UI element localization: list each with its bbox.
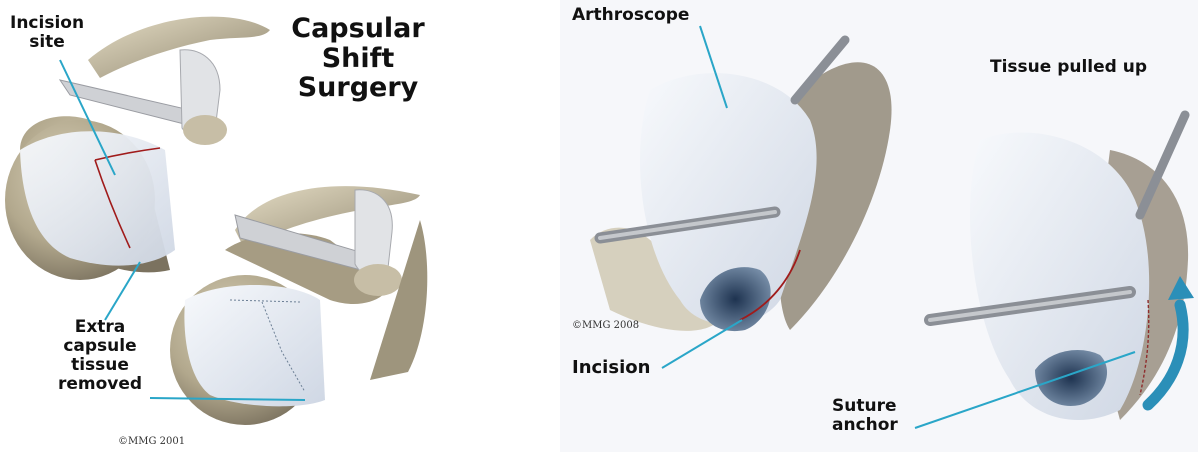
label-extra-line-2: capsule xyxy=(50,337,150,356)
label-suture-anchor: Suture anchor xyxy=(832,397,898,435)
label-extra-line-4: removed xyxy=(50,375,150,394)
label-suture-anchor-line-1: Suture xyxy=(832,397,898,416)
left-panel-shoulder-bottom xyxy=(170,186,427,425)
label-incision-site: Incision site xyxy=(10,14,84,52)
label-incision-site-line-2: site xyxy=(10,33,84,52)
label-extra-line-3: tissue xyxy=(50,356,150,375)
title-line-2: Shift xyxy=(283,44,433,74)
title-line-3: Surgery xyxy=(283,73,433,103)
copyright-right: ©MMG 2008 xyxy=(572,320,639,331)
label-arthroscope: Arthroscope xyxy=(572,6,689,25)
figure-title: Capsular Shift Surgery xyxy=(283,14,433,103)
label-extra-capsule-tissue-removed: Extra capsule tissue removed xyxy=(50,318,150,394)
left-panel-shoulder-top xyxy=(5,17,270,280)
label-extra-line-1: Extra xyxy=(50,318,150,337)
label-incision-site-line-1: Incision xyxy=(10,14,84,33)
label-tissue-pulled-up: Tissue pulled up xyxy=(990,58,1147,77)
title-line-1: Capsular xyxy=(283,14,433,44)
label-incision: Incision xyxy=(572,358,650,378)
copyright-left: ©MMG 2001 xyxy=(118,436,185,447)
label-suture-anchor-line-2: anchor xyxy=(832,416,898,435)
